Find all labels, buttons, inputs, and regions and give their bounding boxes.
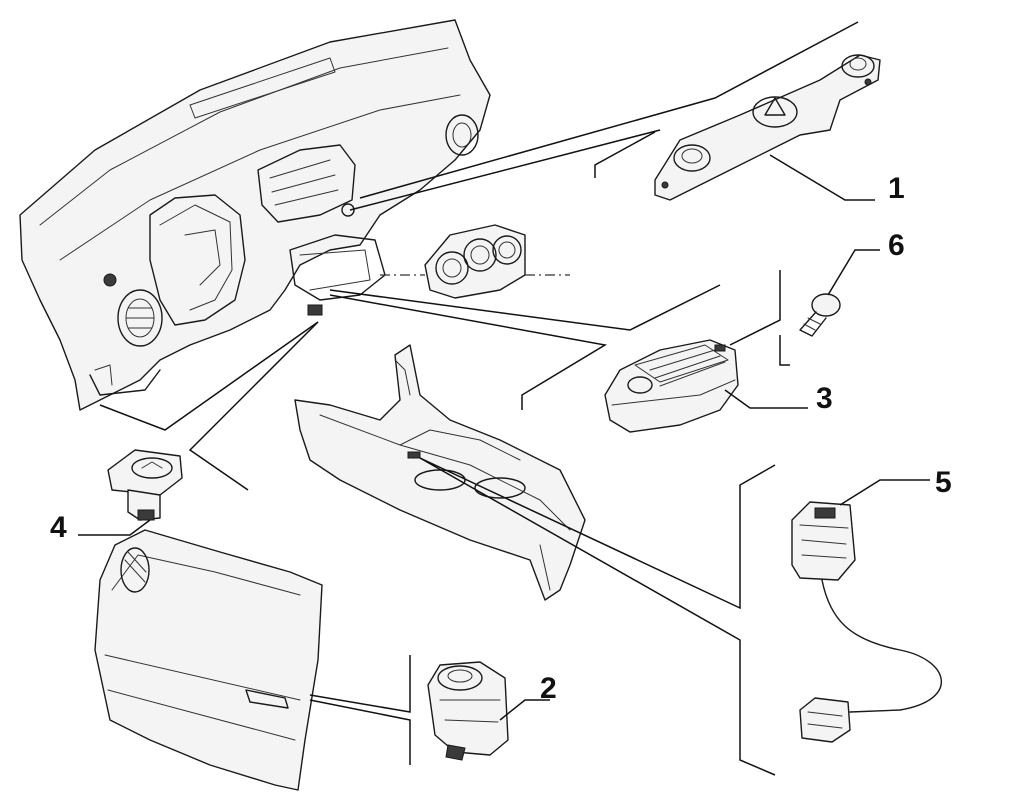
- part-2-mirror-switch: [427, 661, 509, 761]
- callout-labels: 1 2 3 4 5 6: [50, 172, 952, 705]
- leader-lines: [78, 21, 930, 776]
- callout-2: 2: [540, 672, 557, 705]
- callout-1: 1: [888, 172, 905, 205]
- part-6-screw: [799, 293, 841, 337]
- callout-3: 3: [816, 382, 833, 415]
- callout-4: 4: [50, 511, 67, 544]
- part-5-socket-harness: [791, 501, 942, 743]
- part-3-window-switch: [604, 339, 739, 433]
- door-panel: [94, 529, 323, 791]
- dashboard-assembly: [19, 19, 491, 411]
- part-1-switch-panel: [654, 54, 881, 201]
- part-4-door-switch: [107, 449, 183, 521]
- callout-5: 5: [935, 466, 952, 499]
- instrument-cluster: [424, 224, 526, 299]
- centre-console: [294, 344, 586, 601]
- callout-6: 6: [888, 229, 905, 262]
